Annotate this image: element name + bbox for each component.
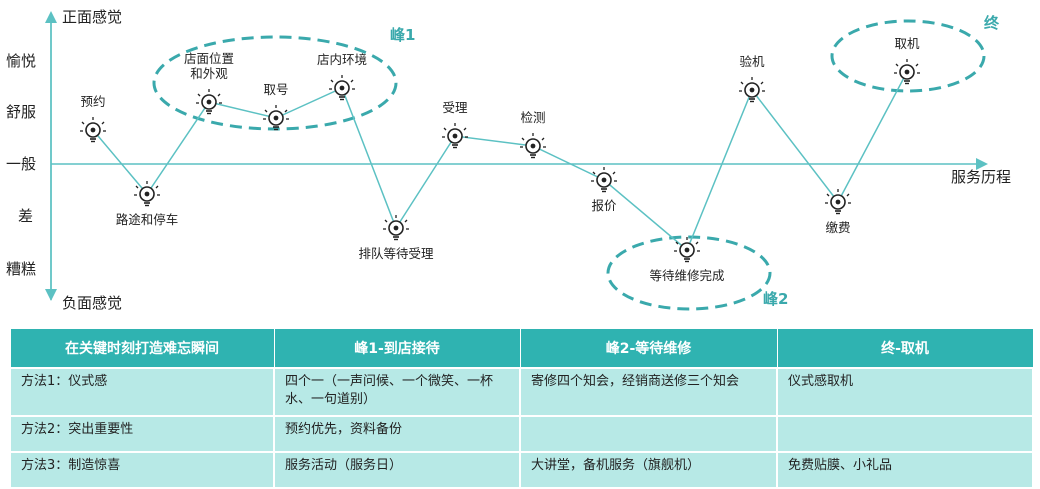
y-axis-top-label: 正面感觉 <box>62 8 123 26</box>
table-cell: 寄修四个知会，经销商送修三个知会 <box>519 367 778 417</box>
touchpoint-label: 排队等待受理 <box>358 246 434 261</box>
peak1-label: 峰1 <box>390 26 415 44</box>
table-cell: 免费贴膜、小礼品 <box>776 451 1034 489</box>
touchpoint-label: 验机 <box>739 54 765 69</box>
table-cell <box>519 415 778 453</box>
table-cell: 预约优先，资料备份 <box>273 415 521 453</box>
peak2-label: 峰2 <box>763 290 788 308</box>
lightbulb-icon <box>442 123 468 149</box>
touchpoint-label: 报价 <box>591 198 617 213</box>
touchpoint-label: 检测 <box>520 110 545 125</box>
y-level-label: 愉悦 <box>6 52 37 70</box>
lightbulb-icon <box>739 77 765 103</box>
table-cell: 方法1：仪式感 <box>9 367 275 417</box>
table-header-row: 在关键时刻打造难忘瞬间 峰1-到店接待 峰2-等待维修 终-取机 <box>9 328 1034 369</box>
y-level-label: 一般 <box>6 155 37 173</box>
table-header: 在关键时刻打造难忘瞬间 <box>9 328 275 369</box>
table-cell: 服务活动（服务日） <box>273 451 521 489</box>
lightbulb-icon <box>383 215 409 241</box>
lightbulb-icon <box>825 189 851 215</box>
table-cell: 大讲堂，备机服务（旗舰机） <box>519 451 778 489</box>
touchpoint-label: 取机 <box>894 36 920 51</box>
y-level-label: 舒服 <box>6 103 37 121</box>
lightbulb-icon <box>674 237 700 263</box>
table-row: 方法3：制造惊喜 服务活动（服务日） 大讲堂，备机服务（旗舰机） 免费贴膜、小礼… <box>9 451 1034 489</box>
table-row: 方法2：突出重要性 预约优先，资料备份 <box>9 415 1034 453</box>
x-axis-label: 服务历程 <box>951 168 1011 186</box>
touchpoint-label: 受理 <box>442 100 468 115</box>
table-cell <box>776 415 1034 453</box>
table-header: 峰1-到店接待 <box>273 328 521 369</box>
peak2-highlight <box>606 235 772 311</box>
touchpoint-label: 等待维修完成 <box>649 268 724 283</box>
lightbulb-icon <box>591 167 617 193</box>
lightbulb-icon <box>329 75 355 101</box>
touchpoint-label: 店面位置和外观 <box>184 51 234 81</box>
table-cell: 仪式感取机 <box>776 367 1034 417</box>
end-highlight <box>830 19 986 93</box>
lightbulb-icon <box>196 89 222 115</box>
lightbulb-icon <box>263 105 289 131</box>
touchpoint-label: 预约 <box>80 94 105 109</box>
touchpoint-label: 缴费 <box>825 220 850 235</box>
y-axis-bottom-label: 负面感觉 <box>62 294 123 312</box>
table-cell: 方法2：突出重要性 <box>9 415 275 453</box>
lightbulb-icon <box>134 181 160 207</box>
y-level-label: 糟糕 <box>6 260 37 278</box>
touchpoint-label: 路途和停车 <box>116 212 179 227</box>
y-level-label: 差 <box>18 207 34 225</box>
table-header: 终-取机 <box>776 328 1034 369</box>
end-label: 终 <box>984 14 1000 32</box>
table-row: 方法1：仪式感 四个一（一声问候、一个微笑、一杯水、一句道别） 寄修四个知会，经… <box>9 367 1034 417</box>
touchpoint-label: 店内环境 <box>317 52 367 67</box>
lightbulb-icon <box>80 117 106 143</box>
touchpoint-label: 取号 <box>263 82 288 97</box>
table-cell: 四个一（一声问候、一个微笑、一杯水、一句道别） <box>273 367 521 417</box>
table-header: 峰2-等待维修 <box>519 328 778 369</box>
lightbulb-icon <box>520 133 546 159</box>
lightbulb-icon <box>894 59 920 85</box>
table-cell: 方法3：制造惊喜 <box>9 451 275 489</box>
methods-table: 在关键时刻打造难忘瞬间 峰1-到店接待 峰2-等待维修 终-取机 方法1：仪式感… <box>9 328 1034 489</box>
